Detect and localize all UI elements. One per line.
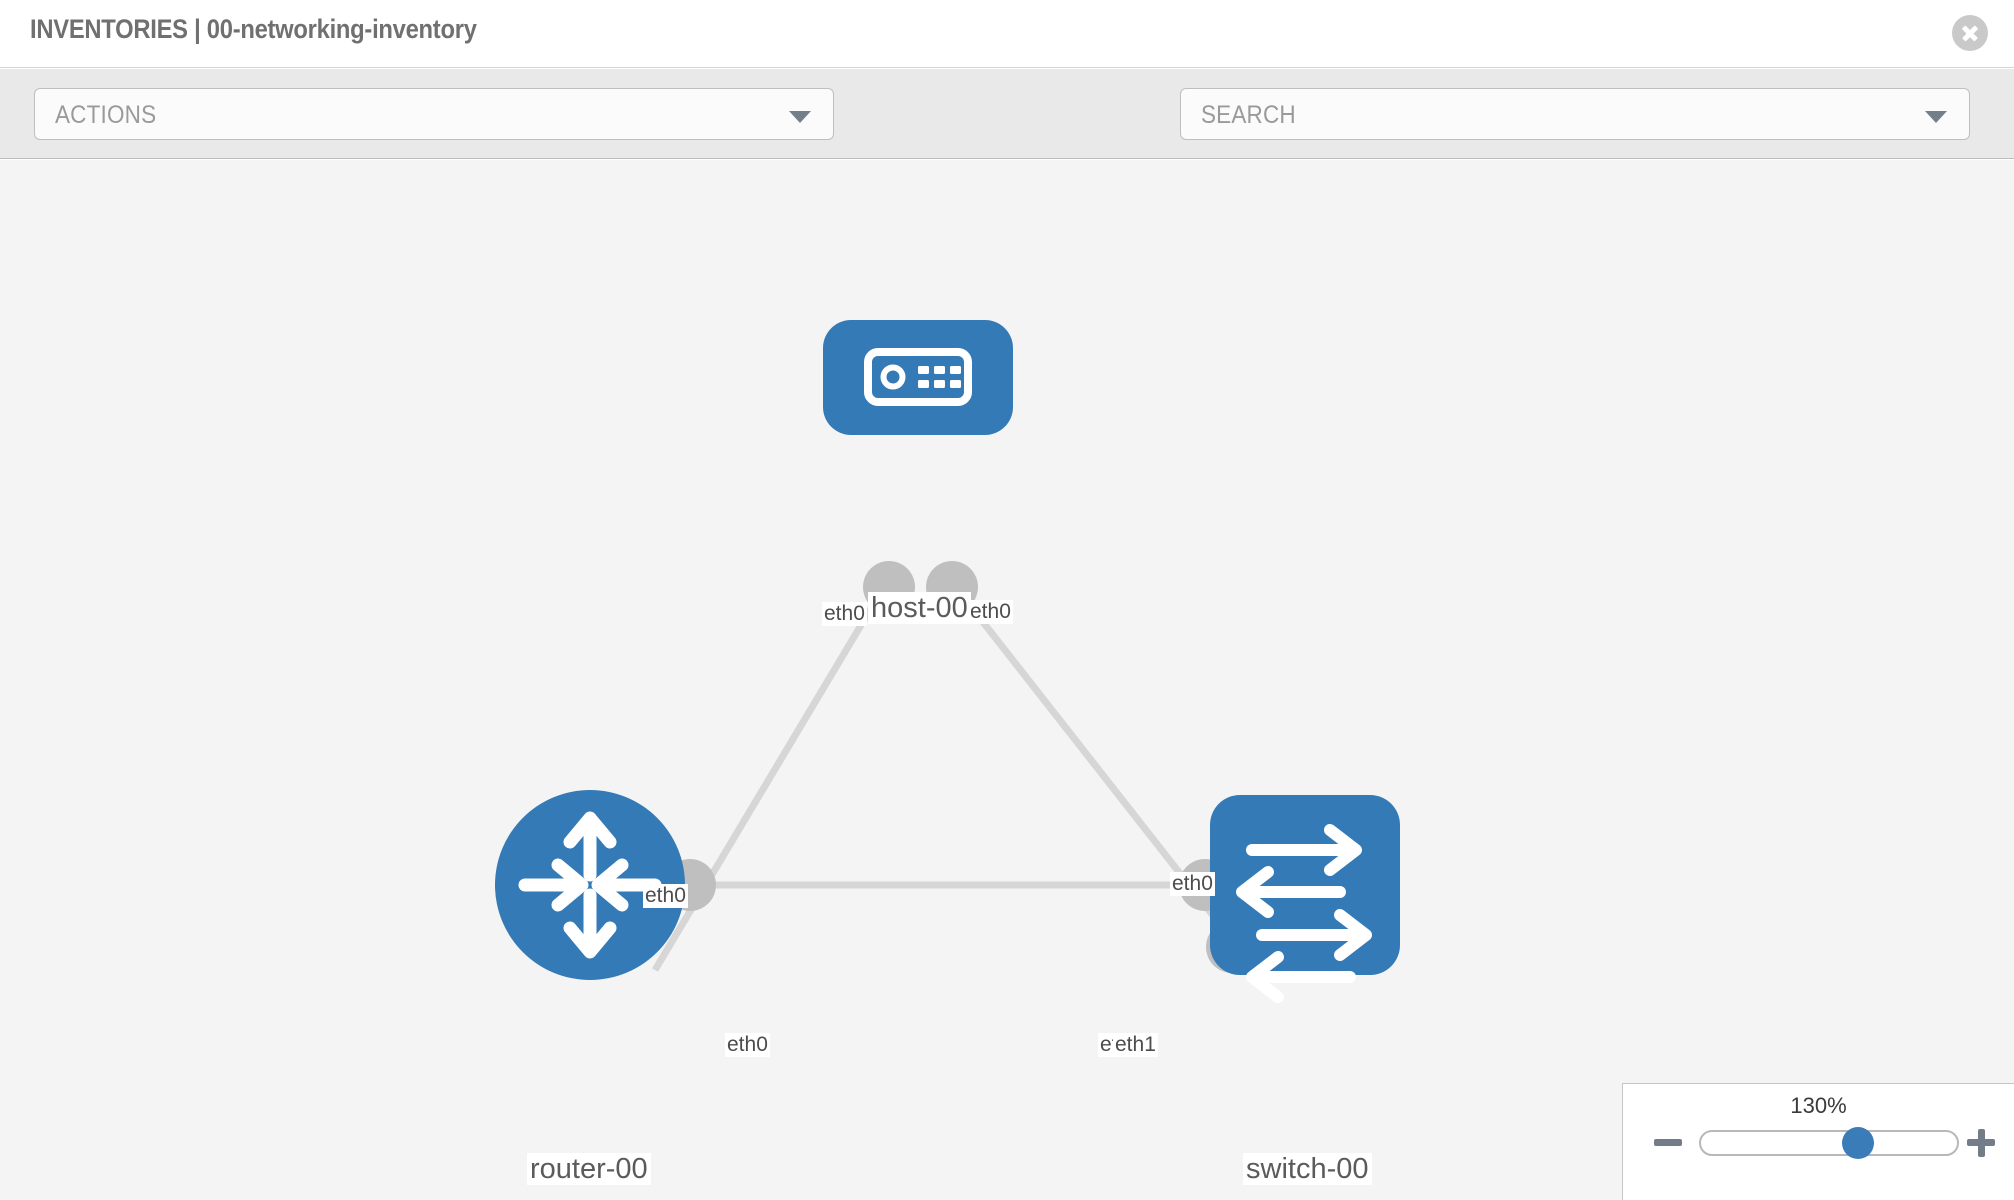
server-icon bbox=[864, 348, 972, 406]
chevron-down-icon bbox=[789, 111, 811, 123]
zoom-out-button[interactable] bbox=[1651, 1126, 1685, 1160]
search-placeholder: SEARCH bbox=[1201, 101, 1296, 129]
edge-host00-router00 bbox=[651, 578, 892, 972]
iface-label: eth0 bbox=[822, 602, 867, 627]
zoom-in-button[interactable] bbox=[1964, 1126, 1998, 1160]
topology-graph bbox=[495, 320, 1400, 1003]
node-switch-00 bbox=[1210, 795, 1400, 1003]
actions-dropdown-label: ACTIONS bbox=[55, 101, 157, 129]
iface-label: eth1 bbox=[1113, 1033, 1158, 1058]
iface-label: eth0 bbox=[1170, 872, 1215, 897]
topology-canvas[interactable]: eth0 eth0 eth0 eth0 eth0 eth0 eth1 host-… bbox=[0, 160, 2014, 1200]
iface-label: eth0 bbox=[643, 884, 688, 909]
minus-icon bbox=[1654, 1139, 1682, 1146]
zoom-slider-thumb[interactable] bbox=[1842, 1127, 1874, 1159]
zoom-slider[interactable] bbox=[1699, 1127, 1959, 1159]
zoom-control-panel: 130% bbox=[1622, 1083, 2014, 1200]
page-header: INVENTORIES | 00-networking-inventory bbox=[0, 0, 2014, 68]
node-label-switch-00: switch-00 bbox=[1243, 1153, 1372, 1186]
actions-dropdown[interactable]: ACTIONS bbox=[34, 88, 834, 140]
page-title: INVENTORIES | 00-networking-inventory bbox=[30, 14, 477, 44]
node-label-host-00: host-00 bbox=[868, 592, 971, 625]
node-router-00 bbox=[495, 790, 685, 980]
close-icon[interactable] bbox=[1952, 15, 1988, 51]
search-input[interactable]: SEARCH bbox=[1180, 88, 1970, 140]
topology-edges bbox=[651, 577, 1243, 972]
zoom-percent-label: 130% bbox=[1790, 1093, 1847, 1118]
chevron-down-icon bbox=[1925, 111, 1947, 123]
node-label-router-00: router-00 bbox=[527, 1153, 651, 1186]
router-icon bbox=[518, 811, 662, 959]
plus-icon-vertical bbox=[1977, 1129, 1985, 1157]
node-host-00 bbox=[823, 320, 1013, 435]
toolbar: ACTIONS SEARCH bbox=[0, 69, 2014, 205]
iface-label: eth0 bbox=[968, 600, 1013, 625]
iface-label: eth0 bbox=[725, 1033, 770, 1058]
switch-icon bbox=[1236, 824, 1372, 1003]
